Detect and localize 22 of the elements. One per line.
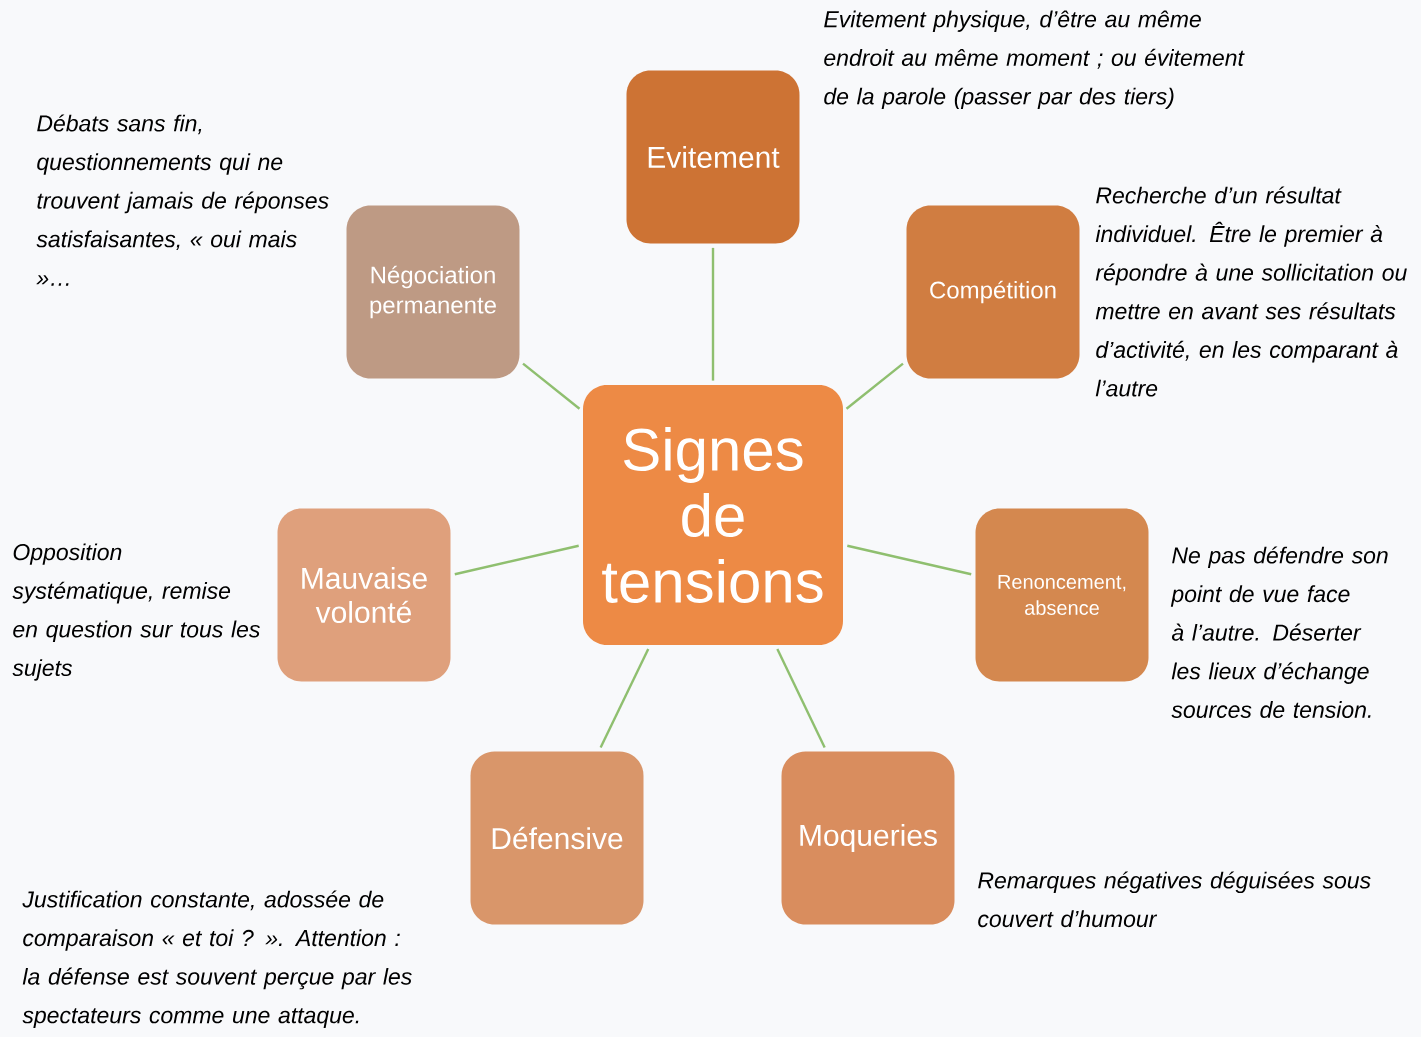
- central-box: Signes de tensions: [583, 385, 843, 645]
- category-box: Mauvaise volonté: [277, 508, 451, 682]
- connector-line: [776, 648, 826, 748]
- description-text: Opposition systématique, remise en question sur tous les sujets: [12, 543, 260, 681]
- connector-line: [711, 247, 715, 381]
- category-box: Compétition: [906, 205, 1080, 379]
- description-text: Remarques négatives déguisées sous couvert d’humour: [978, 871, 1371, 928]
- connector-line: [845, 362, 904, 410]
- connector-line: [599, 648, 650, 749]
- category-box: Défensive: [470, 751, 644, 925]
- category-box: Renoncement, absence: [975, 508, 1149, 682]
- category-box: Négociation permanente: [346, 205, 520, 379]
- category-box: Evitement: [626, 70, 800, 244]
- connector-line: [454, 544, 579, 576]
- description-text: Recherche d’un résultat individuel. Être le premier à répondre à une sollicitation ou mettre en avant ses résultats d’activité, en les comparant à l’autre: [1095, 186, 1407, 397]
- description-text: Débats sans fin, questionnements qui ne trouvent jamais de réponses satisfaisantes, « oui mais »…: [36, 114, 329, 286]
- description-text: Justification constante, adossée de comparaison « et toi ? ». Attention : la défense est souvent perçue par les spectateurs comme une attaque.: [22, 890, 412, 1028]
- connector-line: [847, 544, 972, 576]
- connector-line: [522, 362, 581, 410]
- description-text: Evitement physique, d’être au même endroit au même moment ; ou évitement de la parole (passer par des tiers): [824, 10, 1245, 110]
- category-box: Moqueries: [781, 751, 955, 925]
- description-text: Ne pas défendre son point de vue face à l’autre. Déserter les lieux d’échange sources de tension.: [1170, 546, 1388, 718]
